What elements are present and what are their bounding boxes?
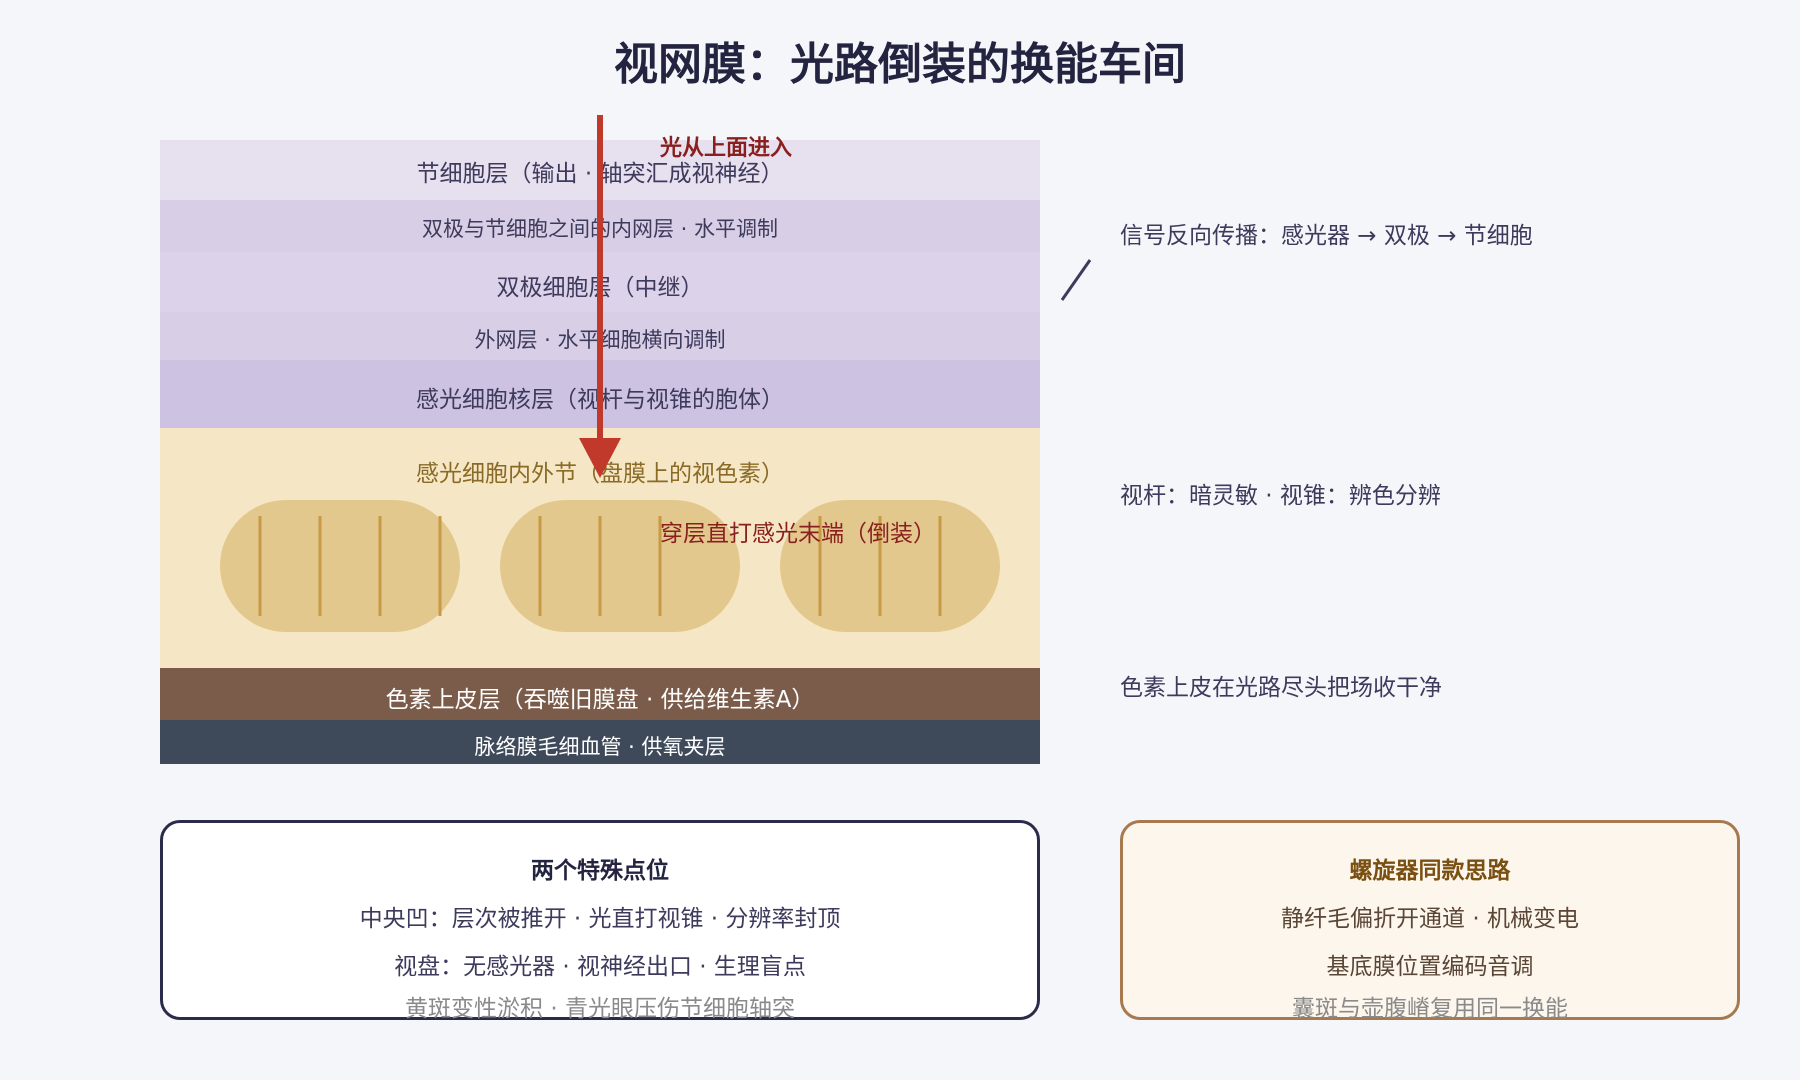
special-sites-optic-disc: 视盘：无感光器 · 视神经出口 · 生理盲点 <box>394 954 806 980</box>
layer-choroid: 脉络膜毛细血管 · 供氧夹层 <box>160 720 1040 764</box>
organ-of-corti-basilar: 基底膜位置编码音调 <box>1326 954 1534 980</box>
organ-of-corti-note: 囊斑与壶腹嵴复用同一换能 <box>1292 996 1568 1022</box>
photoreceptor-cell <box>780 500 1000 632</box>
special-sites-card: 两个特殊点位 中央凹：层次被推开 · 光直打视锥 · 分辨率封顶 视盘：无感光器… <box>160 820 1040 1022</box>
light-arrow <box>579 115 621 478</box>
layer-pigment-epithelium: 色素上皮层（吞噬旧膜盘 · 供给维生素A） <box>160 668 1040 720</box>
organ-of-corti-heading: 螺旋器同款思路 <box>1349 858 1511 884</box>
organ-of-corti-card: 螺旋器同款思路 静纤毛偏折开通道 · 机械变电 基底膜位置编码音调 囊斑与壶腹嵴… <box>1120 820 1740 1022</box>
photoreceptor-cell <box>500 500 740 632</box>
light-callout-label: 穿层直打感光末端（倒装） <box>660 521 936 547</box>
photoreceptor-cell <box>220 500 460 632</box>
side-note-rods-cones: 视杆：暗灵敏 · 视锥：辨色分辨 <box>1120 483 1441 509</box>
light-entry-label: 光从上面进入 <box>660 136 793 161</box>
special-sites-note: 黄斑变性淤积 · 青光眼压伤节细胞轴突 <box>405 996 795 1022</box>
connector-tick <box>1060 259 1092 301</box>
page-title: 视网膜：光路倒装的换能车间 <box>614 39 1186 90</box>
side-note-pigment: 色素上皮在光路尽头把场收干净 <box>1120 675 1442 701</box>
layer-pigment-epithelium-label: 色素上皮层（吞噬旧膜盘 · 供给维生素A） <box>385 687 815 713</box>
layer-choroid-label: 脉络膜毛细血管 · 供氧夹层 <box>474 735 726 759</box>
organ-of-corti-stereocilia: 静纤毛偏折开通道 · 机械变电 <box>1281 906 1579 932</box>
side-note-signal: 信号反向传播：感光器 → 双极 → 节细胞 <box>1120 223 1533 249</box>
special-sites-heading: 两个特殊点位 <box>531 858 669 884</box>
special-sites-fovea: 中央凹：层次被推开 · 光直打视锥 · 分辨率封顶 <box>359 906 841 932</box>
